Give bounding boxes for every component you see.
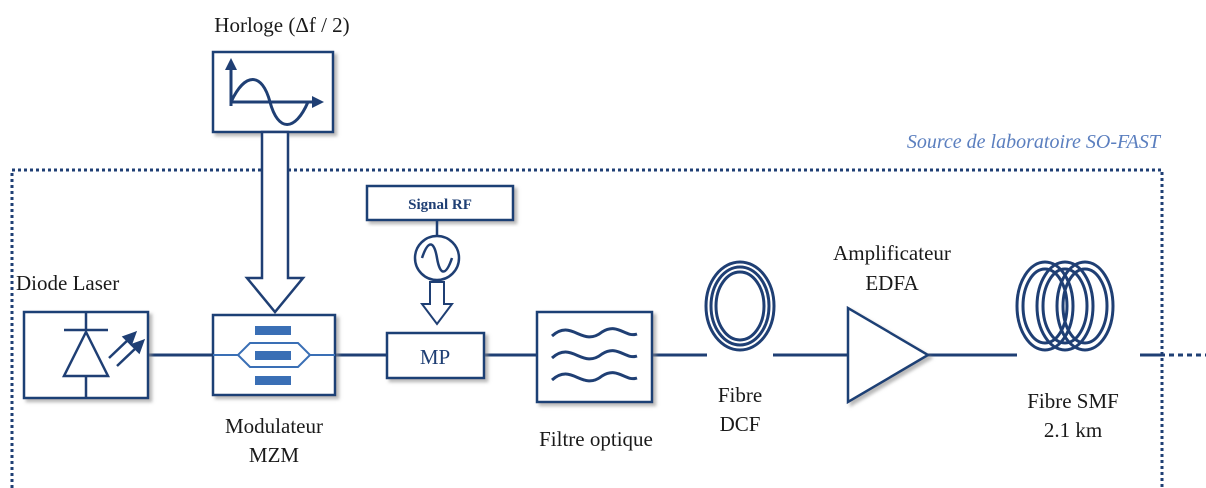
edfa-label-line1: Amplificateur	[833, 241, 951, 265]
smf-label-line2: 2.1 km	[1044, 418, 1102, 442]
mzm-icon	[213, 326, 335, 385]
rf-source-icon	[413, 234, 461, 282]
mp-box: MP	[385, 331, 486, 380]
dcf-label-line2: DCF	[720, 412, 761, 436]
modulator-box	[211, 313, 337, 397]
laser-diode-icon	[61, 312, 146, 398]
rf-to-mp-arrow	[420, 281, 454, 326]
sine-wave-icon	[225, 58, 324, 126]
frame-title: Source de laboratoire SO-FAST	[907, 131, 1162, 153]
smf-label-line1: Fibre SMF	[1027, 389, 1119, 413]
filter-waves-icon	[550, 327, 638, 383]
laser-label: Diode Laser	[16, 271, 119, 295]
clock-box	[211, 50, 335, 134]
dcf-label-line1: Fibre	[718, 383, 762, 407]
clock-to-modulator-arrow	[244, 130, 306, 314]
filter-label: Filtre optique	[539, 427, 653, 451]
clock-label: Horloge (Δf / 2)	[214, 13, 349, 37]
optical-filter-box	[535, 310, 654, 404]
signal-rf-label: Signal RF	[408, 197, 472, 213]
laser-diode-box	[22, 310, 150, 400]
signal-rf-box: Signal RF	[365, 184, 515, 222]
lab-source-frame	[10, 168, 1164, 488]
modulator-label-line2: MZM	[249, 443, 300, 467]
smf-fiber-coil-icon	[1015, 260, 1115, 352]
dcf-fiber-coil-icon	[704, 260, 776, 352]
mp-label: MP	[420, 345, 450, 369]
edfa-label-line2: EDFA	[865, 271, 919, 295]
modulator-label-line1: Modulateur	[225, 414, 323, 438]
amplifier-triangle-icon	[846, 305, 931, 405]
